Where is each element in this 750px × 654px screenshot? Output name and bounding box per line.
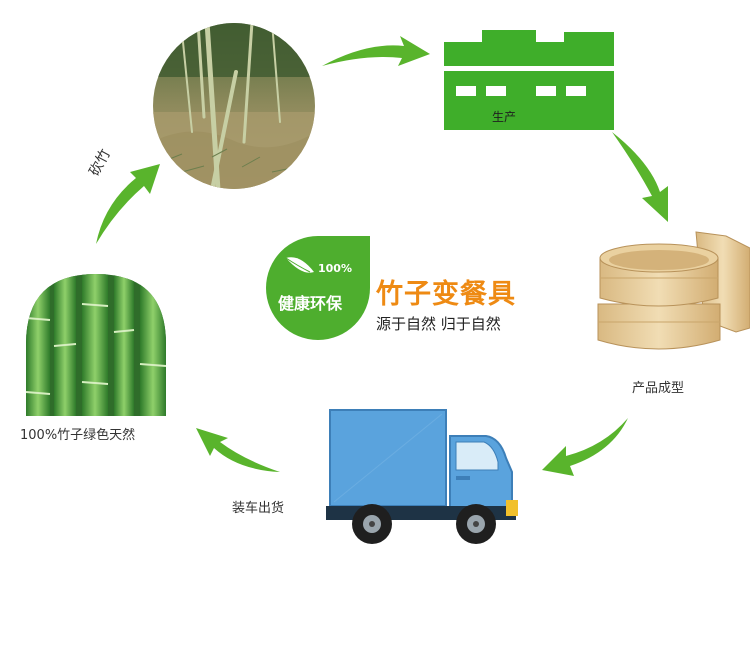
badge-text: 健康环保 — [278, 294, 343, 313]
leaf-badge-icon — [266, 236, 370, 340]
arrow-to-steamer-icon — [612, 132, 668, 222]
center-title: 竹子变餐具 — [376, 279, 516, 310]
arrow-to-forest-icon — [96, 164, 160, 244]
bamboo-steamer-icon — [596, 228, 750, 354]
center-subtitle: 源于自然 归于自然 — [376, 315, 501, 333]
stage-label-shipping: 装车出货 — [232, 501, 285, 516]
stage-label-produce: 生产 — [492, 110, 517, 124]
bamboo-forest-photo-icon — [152, 22, 316, 190]
arrow-to-truck-icon — [542, 418, 628, 476]
stage-label-forming: 产品成型 — [632, 381, 685, 396]
arrow-to-bamboo-icon — [196, 428, 280, 472]
bamboo-stalks-photo-icon — [26, 274, 166, 416]
badge-percent: 100% — [318, 262, 352, 275]
delivery-truck-icon — [316, 402, 540, 550]
stage-label-raw: 100%竹子绿色天然 — [20, 428, 136, 443]
factory-icon — [444, 28, 614, 130]
arrow-to-factory-icon — [322, 36, 430, 66]
